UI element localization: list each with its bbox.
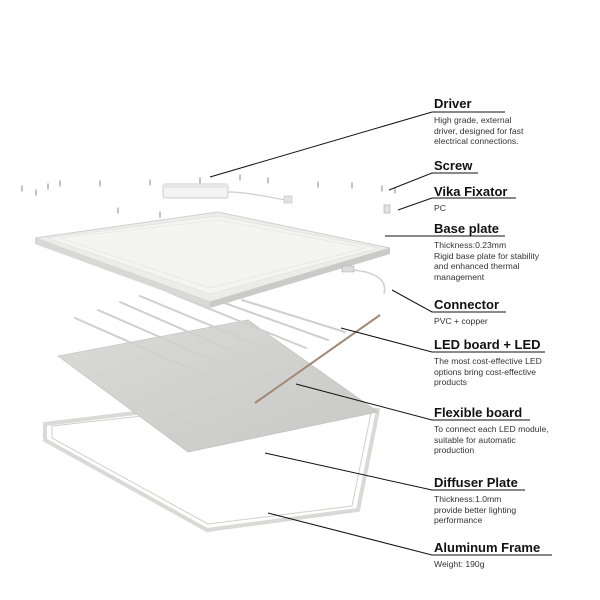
callout-description: Thickness:1.0mm provide better lighting … [434, 494, 517, 525]
callout-connector: Connector PVC + copper [434, 297, 594, 327]
flexible-board-part [57, 319, 379, 453]
vika-fixator-part [383, 204, 391, 214]
base-plate-part [34, 211, 391, 308]
callout-led-board: LED board + LED The most cost-effective … [434, 337, 594, 388]
callout-title: Vika Fixator [434, 184, 508, 199]
screw-leader [388, 172, 478, 191]
callout-description: The most cost-effective LED options brin… [434, 356, 542, 387]
callout-description: Thickness:0.23mm Rigid base plate for st… [434, 240, 540, 282]
vika-fixator-leader [397, 197, 516, 211]
callout-title: Driver [434, 96, 472, 111]
callout-base-plate: Base plate Thickness:0.23mm Rigid base p… [434, 221, 594, 282]
flexible-connector-strip [254, 314, 381, 404]
callout-description: To connect each LED module, suitable for… [434, 424, 549, 455]
connector-part [341, 265, 386, 295]
aluminum-frame-leader [267, 512, 552, 556]
callout-diffuser-plate: Diffuser Plate Thickness:1.0mm provide b… [434, 475, 594, 526]
callout-screw: Screw [434, 158, 594, 174]
callout-driver: Driver High grade, external driver, desi… [434, 96, 594, 147]
screws-part [21, 174, 396, 218]
callout-lines [209, 111, 552, 556]
callout-description: Weight: 190g [434, 559, 485, 569]
connector-leader [391, 289, 506, 313]
callout-description: PC [434, 203, 446, 213]
callout-aluminum-frame: Aluminum Frame Weight: 190g [434, 540, 594, 570]
callout-title: Connector [434, 297, 499, 312]
driver-leader [209, 111, 505, 178]
callout-title: LED board + LED [434, 337, 541, 352]
callout-title: Screw [434, 158, 473, 173]
callout-description: PVC + copper [434, 316, 488, 326]
callout-vika-fixator: Vika Fixator PC [434, 184, 594, 214]
flexible-board-leader [295, 383, 530, 421]
callout-title: Aluminum Frame [434, 540, 541, 555]
callout-title: Diffuser Plate [434, 475, 518, 490]
led-board-leader [340, 327, 545, 353]
callout-description: High grade, external driver, designed fo… [434, 115, 524, 146]
callout-title: Flexible board [434, 405, 523, 420]
led-board-strips [74, 291, 346, 383]
callout-title: Base plate [434, 221, 500, 236]
diffuser-plate-leader [264, 452, 525, 491]
callout-flexible-board: Flexible board To connect each LED modul… [434, 405, 594, 456]
driver-part [162, 183, 293, 204]
